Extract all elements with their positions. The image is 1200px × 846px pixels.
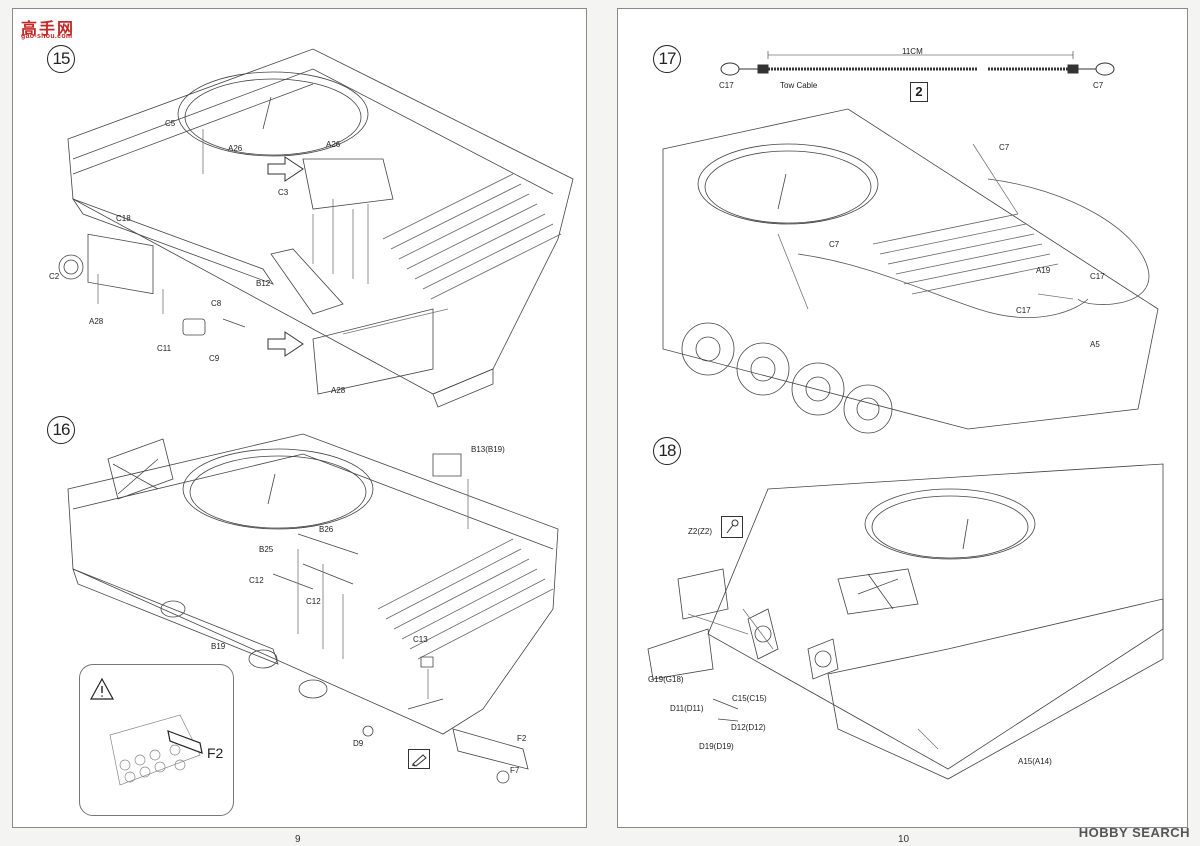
part-label: C17 (1016, 306, 1031, 315)
part-label: C18 (116, 214, 131, 223)
quantity-badge: 2 (910, 82, 928, 102)
hollow-arrow-icon (268, 157, 303, 356)
part-label: B25 (259, 545, 274, 554)
part-label: Z2(Z2) (688, 527, 712, 536)
part-label: C17 (1090, 272, 1105, 281)
logo-site-name: gao-shou.com (21, 33, 73, 40)
site-logo: 高手网 gao-shou.com (21, 15, 87, 43)
part-label: B13(B19) (471, 445, 505, 454)
part-label: A15(A14) (1018, 757, 1052, 766)
step-number-18: 18 (653, 437, 681, 465)
part-label: C12 (306, 597, 321, 606)
logo-glyphs: 高手网 (21, 19, 76, 38)
part-label: C7 (829, 240, 840, 249)
paint-icon (721, 516, 743, 538)
part-label: G19(G18) (648, 675, 684, 684)
part-label: C17 (719, 81, 734, 90)
glue-icon (408, 749, 430, 769)
page-number: 10 (898, 834, 910, 845)
step-15-drawing (13, 9, 588, 829)
part-label: Tow Cable (780, 81, 818, 90)
part-label: 11CM (902, 47, 923, 56)
page-number: 9 (295, 834, 301, 845)
part-label: B12 (256, 279, 271, 288)
part-label: C3 (278, 188, 289, 197)
part-label: C2 (49, 272, 60, 281)
part-label: B19 (211, 642, 226, 651)
step-18-drawing (618, 9, 1189, 829)
part-label: C5 (165, 119, 176, 128)
part-label: A28 (331, 386, 346, 395)
part-label: A28 (89, 317, 104, 326)
part-label: C8 (211, 299, 222, 308)
part-label: C7 (999, 143, 1010, 152)
part-label: B26 (319, 525, 334, 534)
part-label: F7 (510, 766, 520, 775)
step-number-16: 16 (47, 416, 75, 444)
quantity-value: 2 (915, 84, 923, 99)
step-17-drawing (618, 9, 1189, 829)
warning-triangle-icon (89, 677, 115, 700)
step-16-drawing (13, 9, 588, 829)
part-label: C7 (1093, 81, 1104, 90)
part-label: C13 (413, 635, 428, 644)
part-label: C11 (157, 344, 172, 353)
watermark: HOBBY SEARCH (1078, 825, 1190, 840)
part-label: D11(D11) (670, 704, 704, 713)
part-label: A19 (1036, 266, 1051, 275)
part-label: A26 (228, 144, 243, 153)
part-label: A26 (326, 140, 341, 149)
part-label: C12 (249, 576, 264, 585)
part-label: A5 (1090, 340, 1100, 349)
part-label: F2 (517, 734, 527, 743)
warning-part-label: F2 (207, 745, 224, 761)
step-number-17: 17 (653, 45, 681, 73)
instruction-page-left: 高手网 gao-shou.com (12, 8, 588, 845)
warning-callout: F2 (79, 664, 234, 816)
part-label: C15(C15) (732, 694, 767, 703)
step-number-15: 15 (47, 45, 75, 73)
part-label: D19(D19) (699, 742, 734, 751)
instruction-page-right: 17 18 C17 Tow Cable 11CM C7 C7 C7 A19 C1… (617, 8, 1189, 845)
part-label: D9 (353, 739, 364, 748)
part-label: C9 (209, 354, 220, 363)
part-label: D12(D12) (731, 723, 766, 732)
